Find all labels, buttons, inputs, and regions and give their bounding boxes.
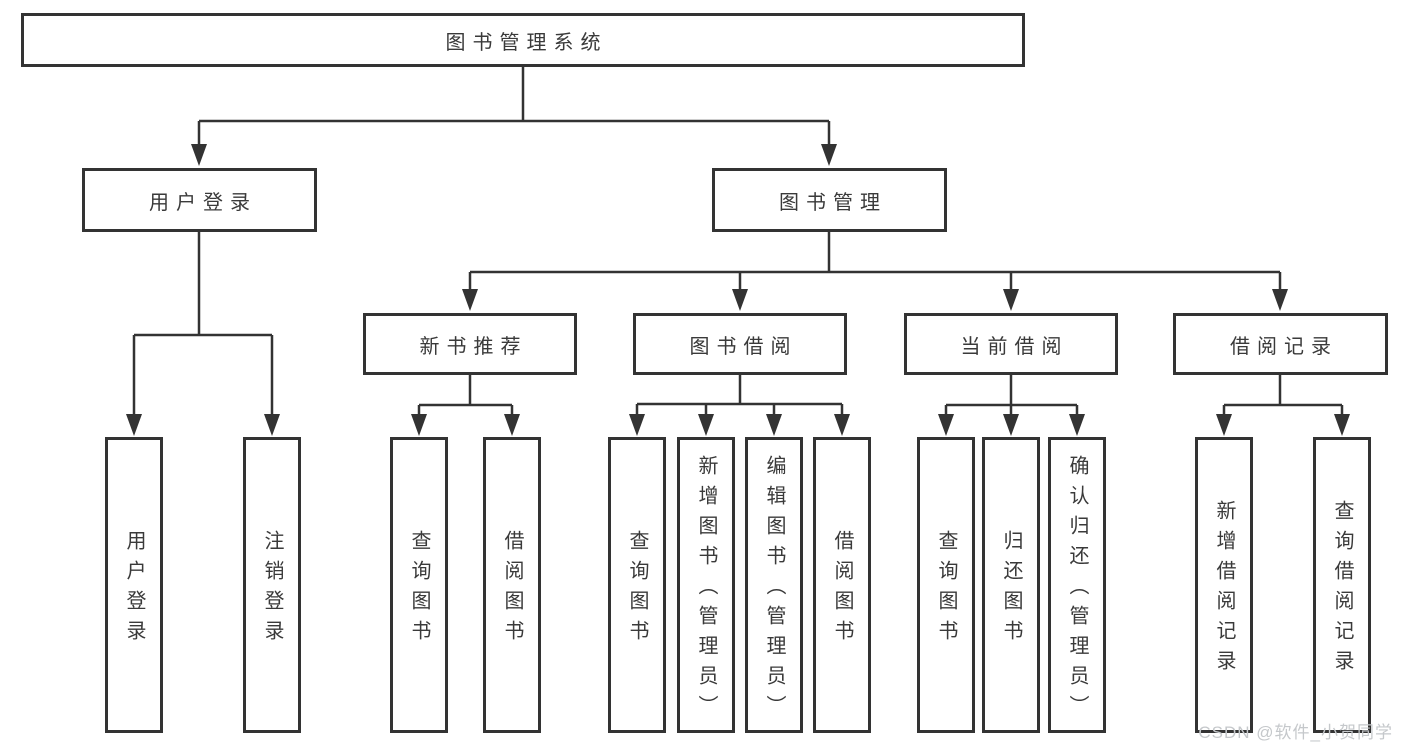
node-label: 图书管理 [779, 191, 887, 214]
node-label: 归还图书 [1000, 530, 1022, 650]
node-book-borrow: 图书借阅 [633, 313, 847, 375]
node-leaf-nb-query-book: 查询图书 [390, 437, 448, 733]
node-label: 确认归还（管理员） [1066, 455, 1088, 725]
node-leaf-bb-edit-book-admin: 编辑图书（管理员） [745, 437, 803, 733]
node-label: 借阅记录 [1230, 335, 1338, 358]
node-leaf-bb-borrow-book: 借阅图书 [813, 437, 871, 733]
node-leaf-bb-query-book: 查询图书 [608, 437, 666, 733]
node-label: 查询借阅记录 [1331, 500, 1353, 680]
node-label: 借阅图书 [501, 530, 523, 650]
node-label: 用户登录 [123, 530, 145, 650]
node-label: 编辑图书（管理员） [763, 455, 785, 725]
node-borrow-record: 借阅记录 [1173, 313, 1388, 375]
node-label: 查询图书 [626, 530, 648, 650]
node-label: 新增借阅记录 [1213, 500, 1235, 680]
node-label: 新书推荐 [419, 335, 528, 358]
node-label: 当前借阅 [960, 335, 1069, 358]
node-leaf-cb-query-book: 查询图书 [917, 437, 975, 733]
node-leaf-br-query-record: 查询借阅记录 [1313, 437, 1371, 733]
node-leaf-bb-add-book-admin: 新增图书（管理员） [677, 437, 735, 733]
node-leaf-br-add-record: 新增借阅记录 [1195, 437, 1253, 733]
node-user-login: 用户登录 [82, 168, 317, 232]
arrowheads [126, 144, 1350, 436]
node-label: 图书管理系统 [445, 31, 608, 54]
node-leaf-logout: 注销登录 [243, 437, 301, 733]
node-label: 图书借阅 [689, 335, 798, 358]
node-current-borrow: 当前借阅 [904, 313, 1118, 375]
csdn-watermark: CSDN @软件_小贺同学 [1198, 723, 1393, 742]
node-leaf-cb-return-book: 归还图书 [982, 437, 1040, 733]
node-label: 注销登录 [261, 530, 283, 650]
node-leaf-user-login: 用户登录 [105, 437, 163, 733]
node-new-book-recommend: 新书推荐 [363, 313, 577, 375]
node-leaf-cb-confirm-return-admin: 确认归还（管理员） [1048, 437, 1106, 733]
node-label: 新增图书（管理员） [695, 455, 717, 725]
node-root-system: 图书管理系统 [21, 13, 1025, 67]
node-label: 查询图书 [935, 530, 957, 650]
node-label: 用户登录 [149, 191, 257, 214]
node-leaf-nb-borrow-book: 借阅图书 [483, 437, 541, 733]
node-label: 借阅图书 [831, 530, 853, 650]
node-book-management: 图书管理 [712, 168, 947, 232]
node-label: 查询图书 [408, 530, 430, 650]
